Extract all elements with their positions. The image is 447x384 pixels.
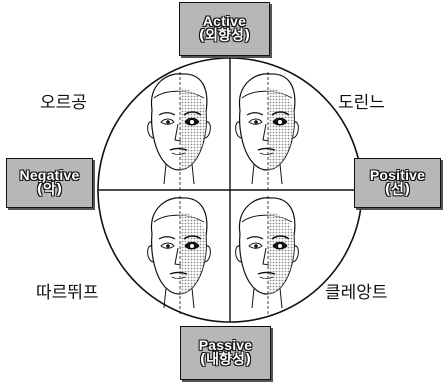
- face-top-left: [148, 72, 211, 190]
- introvert-label: (내향성): [200, 353, 251, 368]
- passive-axis-box: Passive (내향성): [180, 326, 271, 380]
- active-axis-box: Active (외향성): [179, 2, 270, 56]
- evil-label: (악): [37, 183, 63, 198]
- extrovert-label: (외향성): [199, 29, 250, 44]
- quadrant-label-tartuffe: 따르뛰프: [36, 278, 99, 303]
- face-bottom-left: [148, 196, 211, 314]
- good-label: (선): [385, 183, 411, 198]
- face-bottom-right: [236, 196, 299, 314]
- active-label: Active: [203, 14, 246, 29]
- negative-label: Negative: [20, 168, 80, 183]
- quadrant-label-cleante: 클레앙트: [325, 278, 388, 303]
- passive-label: Passive: [199, 338, 253, 353]
- face-top-right: [236, 72, 299, 190]
- positive-label: Positive: [370, 168, 425, 183]
- quadrant-label-dorine: 도린느: [338, 88, 385, 113]
- positive-axis-box: Positive (선): [354, 158, 441, 208]
- quadrant-label-orgon: 오르공: [40, 88, 87, 113]
- negative-axis-box: Negative (악): [6, 158, 93, 208]
